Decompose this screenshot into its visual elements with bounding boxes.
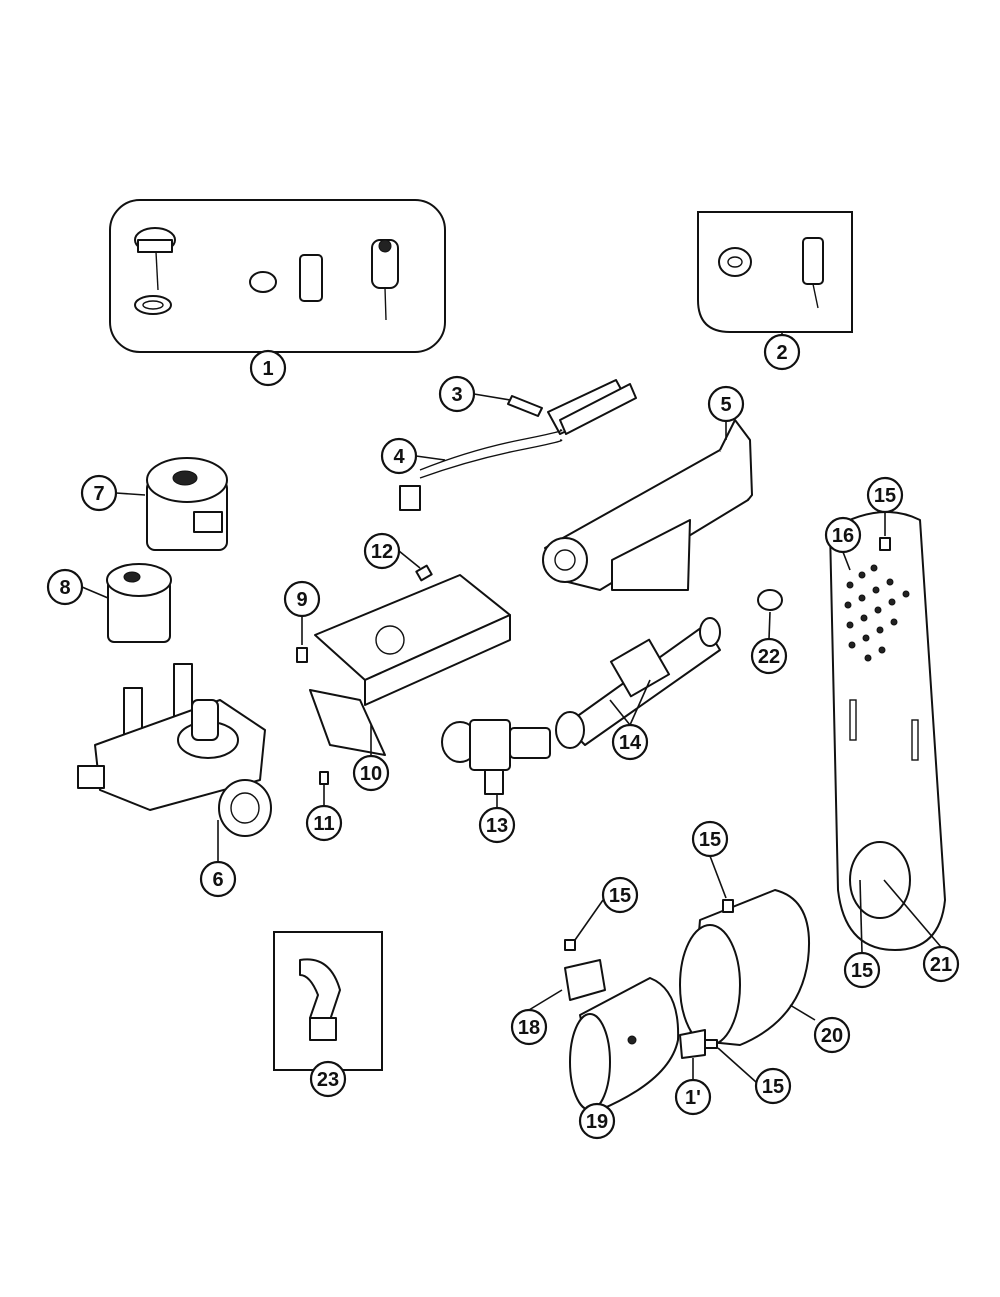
svg-text:13: 13 <box>486 815 508 837</box>
callout-15-housing: 15 <box>843 951 881 989</box>
svg-text:16: 16 <box>832 525 854 547</box>
svg-text:15: 15 <box>699 829 721 851</box>
svg-text:9: 9 <box>296 589 307 611</box>
callout-12: 12 <box>363 532 401 570</box>
svg-text:19: 19 <box>586 1111 608 1133</box>
callout-22: 22 <box>750 637 788 675</box>
svg-text:3: 3 <box>451 384 462 406</box>
flame-sensor-clip <box>679 1029 706 1059</box>
gas-valve <box>77 663 272 837</box>
callout-15-bottom: 15 <box>754 1067 792 1105</box>
grommet <box>757 589 783 611</box>
callout-10: 10 <box>352 754 390 792</box>
burner-housing <box>829 511 946 951</box>
retaining-clip <box>564 959 606 1001</box>
svg-text:21: 21 <box>930 954 952 976</box>
callout-16: 16 <box>824 516 862 554</box>
callout-17: 1' <box>674 1078 712 1116</box>
callout-4: 4 <box>380 437 418 475</box>
igniter-assembly <box>399 379 637 511</box>
svg-text:5: 5 <box>720 394 731 416</box>
callout-9: 9 <box>283 580 321 618</box>
svg-text:2: 2 <box>776 342 787 364</box>
kit-1-parts <box>134 227 399 321</box>
callout-18: 18 <box>510 1008 548 1046</box>
callout-8: 8 <box>46 568 84 606</box>
svg-text:4: 4 <box>393 446 405 468</box>
leader-lines <box>81 332 942 1109</box>
callout-15-clip: 15 <box>601 876 639 914</box>
callout-7: 7 <box>80 474 118 512</box>
callout-15-chamber: 15 <box>691 820 729 858</box>
svg-text:15: 15 <box>851 960 873 982</box>
svg-text:7: 7 <box>93 483 104 505</box>
svg-text:18: 18 <box>518 1017 540 1039</box>
callout-3: 3 <box>438 375 476 413</box>
svg-text:12: 12 <box>371 541 393 563</box>
callout-21: 21 <box>922 945 960 983</box>
elbow-fitting <box>441 719 551 795</box>
combustion-chamber <box>679 889 810 1046</box>
elbow-connector <box>299 958 341 1041</box>
callout-6: 6 <box>199 860 237 898</box>
callout-5: 5 <box>707 385 745 423</box>
svg-text:6: 6 <box>212 869 223 891</box>
svg-text:1: 1 <box>262 358 273 380</box>
burner-tube <box>542 419 753 591</box>
callout-23: 23 <box>309 1060 347 1098</box>
svg-text:8: 8 <box>59 577 70 599</box>
callout-1: 1 <box>249 349 287 387</box>
callout-20: 20 <box>813 1016 851 1054</box>
svg-text:15: 15 <box>874 485 896 507</box>
svg-text:10: 10 <box>360 763 382 785</box>
svg-text:15: 15 <box>762 1076 784 1098</box>
kit-2-frame <box>697 211 853 333</box>
coil-small <box>106 563 172 643</box>
callout-14: 14 <box>611 723 649 761</box>
svg-text:11: 11 <box>313 813 334 835</box>
manifold-pipe <box>555 617 721 749</box>
svg-text:20: 20 <box>821 1025 843 1047</box>
svg-text:22: 22 <box>758 646 780 668</box>
screws <box>296 537 891 1049</box>
svg-text:14: 14 <box>619 732 642 754</box>
mounting-bracket <box>309 574 511 756</box>
callout-19: 19 <box>578 1102 616 1140</box>
callouts: 1 2 3 4 5 7 8 6 9 10 11 12 13 14 15 16 2… <box>46 333 960 1140</box>
svg-text:15: 15 <box>609 885 631 907</box>
svg-text:23: 23 <box>317 1069 339 1091</box>
callout-15-top: 15 <box>866 476 904 514</box>
coil-large <box>146 457 228 551</box>
callout-13: 13 <box>478 806 516 844</box>
callout-11: 11 <box>305 804 343 842</box>
kit-2-parts <box>718 237 824 309</box>
callout-2: 2 <box>763 333 801 371</box>
kit-1-frame <box>109 199 446 353</box>
svg-text:1': 1' <box>685 1087 701 1109</box>
flame-shield <box>569 977 680 1111</box>
